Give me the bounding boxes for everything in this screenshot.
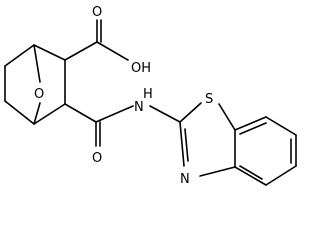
bond-benzene-c7a-c7 xyxy=(234,116,267,131)
acid-carbonyl-oxygen-label: O xyxy=(92,5,102,20)
bond-amide-carbon-nitrogen xyxy=(95,105,134,123)
bond-benzene-inner-1 xyxy=(239,122,267,135)
bond-c6-amide-carbon xyxy=(64,103,97,123)
bond-o-bridge-c4 xyxy=(33,102,41,125)
bond-c1-o-bridge xyxy=(33,44,41,83)
amide-hydrogen-label: H xyxy=(143,87,153,102)
bridge-oxygen-label: O xyxy=(34,87,44,102)
thiazole-sulfur-label: S xyxy=(205,92,213,107)
bond-benzene-c4-c3a xyxy=(234,166,267,186)
benzothiazole-ring xyxy=(179,102,297,186)
bond-benzene-inner-3 xyxy=(239,165,263,180)
acid-hydroxyl-label: OH xyxy=(131,61,151,76)
bond-c5-acid-carbon xyxy=(64,41,98,61)
bond-c2-sulfur xyxy=(179,102,202,123)
bond-sulfur-c7a xyxy=(218,103,236,131)
bond-benzene-c5-c4 xyxy=(265,165,297,186)
carboxylic-acid-group xyxy=(64,19,129,61)
bond-amide-nitrogen-c2 xyxy=(149,105,181,123)
amide-group xyxy=(64,103,181,147)
thiazole-nitrogen-label: N xyxy=(180,172,190,187)
bond-c6-c4 xyxy=(33,103,66,125)
bond-c3-c4 xyxy=(4,100,35,125)
bond-benzene-c7-c6 xyxy=(265,116,297,136)
amide-nitrogen-label: N xyxy=(134,100,144,115)
bond-c1-c2 xyxy=(4,44,35,67)
amide-carbonyl-oxygen-label: O xyxy=(92,151,102,166)
bond-c3a-thiazole-nitrogen xyxy=(199,166,236,177)
bond-thiazole-nitrogen-c2 xyxy=(179,121,185,167)
molecule-drawing: O O OH O N H S N xyxy=(4,5,297,187)
structure-diagram: O O OH O N H S N xyxy=(4,5,297,187)
bond-thiazole-nitrogen-c2-double xyxy=(184,128,189,162)
bond-acid-hydroxyl xyxy=(96,41,129,61)
bicyclic-core xyxy=(4,44,66,125)
bond-c1-c5 xyxy=(33,44,66,61)
